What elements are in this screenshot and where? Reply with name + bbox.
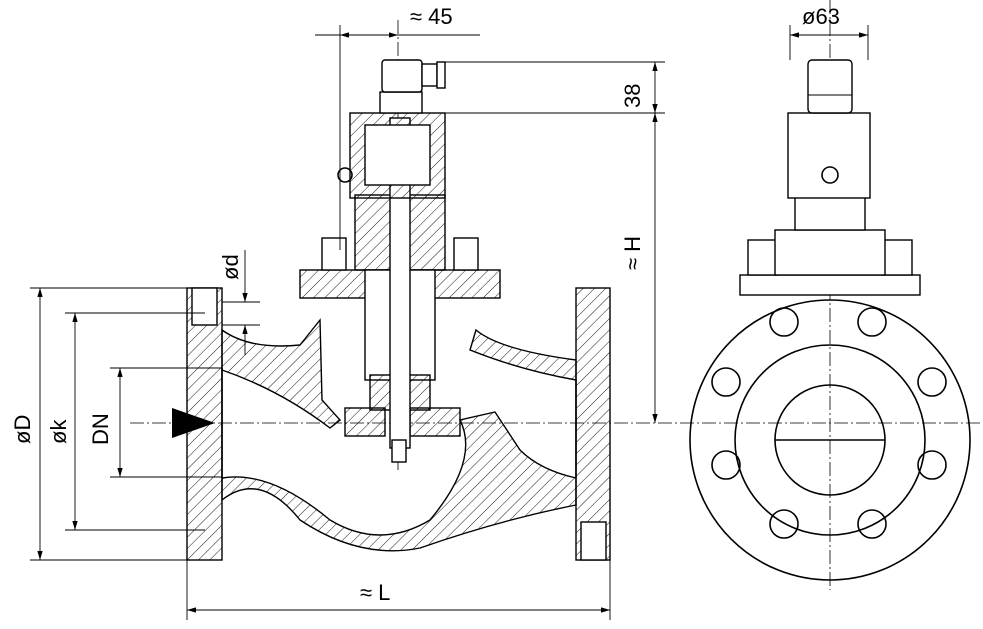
dim-nominal-size: DN <box>88 413 113 445</box>
dim-small-bore: ød <box>218 254 243 280</box>
dim-height: ≈ H <box>620 236 645 270</box>
flow-arrow-icon <box>172 408 215 438</box>
dim-stem-offset: ≈ 45 <box>410 4 453 29</box>
dim-bolt-circle: øk <box>46 419 71 444</box>
bolt-holes <box>711 307 947 539</box>
dim-connector-height: 38 <box>620 84 645 108</box>
dim-flange-diameter: øD <box>10 415 35 444</box>
dim-length: ≈ L <box>360 580 390 605</box>
valve-body-section <box>186 287 611 561</box>
dim-actuator-diameter: ø63 <box>802 4 840 29</box>
dimensions: ≈ 45 ø63 38 ≈ H ød øD øk DN ≈ L <box>10 4 869 620</box>
side-view <box>689 59 971 581</box>
bonnet-assembly <box>299 59 501 463</box>
